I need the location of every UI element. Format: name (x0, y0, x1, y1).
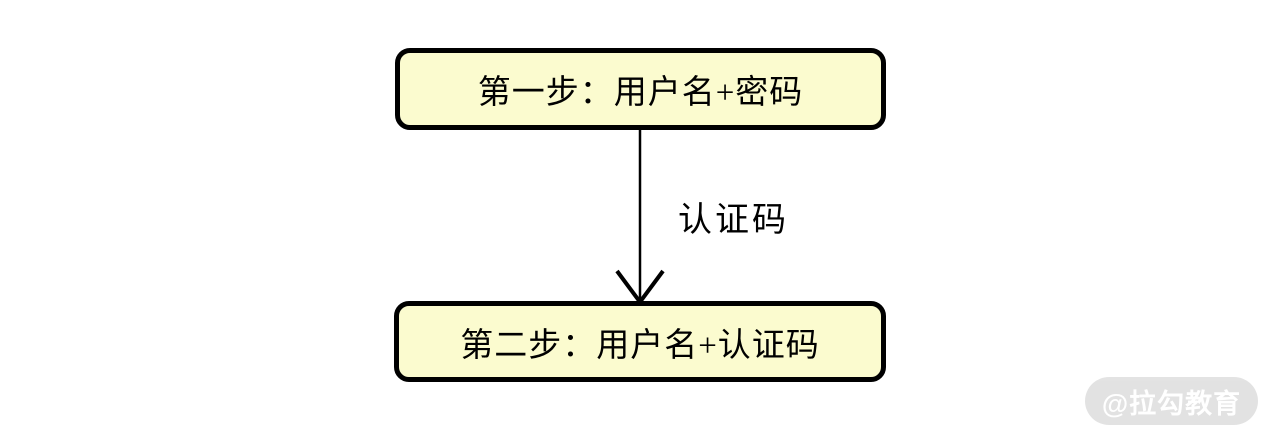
node-step1: 第一步：用户名+密码 (395, 48, 886, 130)
down-arrow-connector-icon (615, 130, 665, 303)
watermark-label: @拉勾教育 (1101, 388, 1242, 419)
node-step1-label: 第一步：用户名+密码 (477, 75, 804, 111)
node-step2: 第二步：用户名+认证码 (394, 301, 886, 382)
watermark-badge: @拉勾教育 (1085, 377, 1258, 425)
edge-label: 认证码 (678, 202, 789, 239)
node-step2-label: 第二步：用户名+认证码 (460, 327, 820, 364)
